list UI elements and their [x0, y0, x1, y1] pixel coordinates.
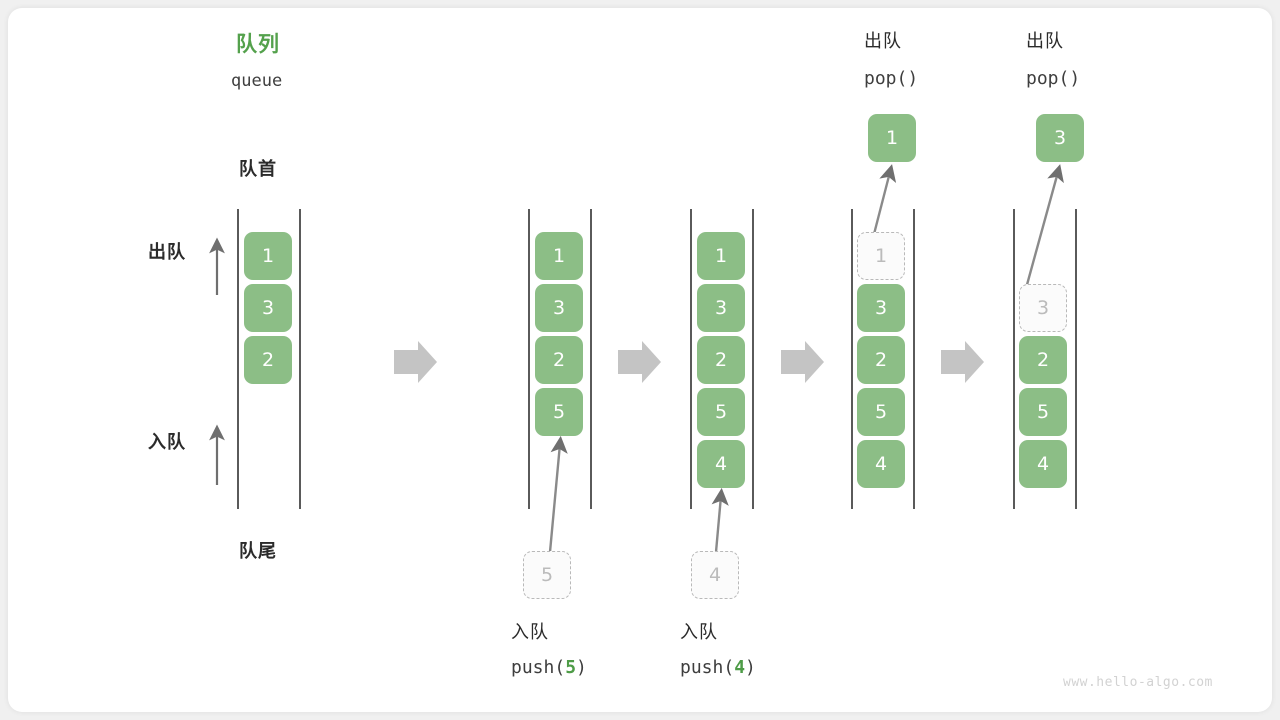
- queue-cell: 5: [1019, 388, 1067, 436]
- incoming-ghost-cell: 4: [691, 551, 739, 599]
- rail-left: [851, 209, 853, 509]
- popped-value-cell: 1: [868, 114, 916, 162]
- rail-left: [528, 209, 530, 509]
- op-code-arg: 5: [565, 657, 577, 678]
- rail-left: [1013, 209, 1015, 509]
- op-code-arg: 4: [734, 657, 746, 678]
- rear-label: 队尾: [239, 541, 277, 562]
- diagram-card: [8, 8, 1272, 712]
- queue-cell: 2: [244, 336, 292, 384]
- queue-cell: 1: [697, 232, 745, 280]
- queue-cell: 3: [244, 284, 292, 332]
- page-subtitle: queue: [231, 71, 283, 91]
- queue-cell: 4: [857, 440, 905, 488]
- op-code-suffix: ): [745, 657, 756, 678]
- operation-label-cn: 入队: [511, 622, 549, 643]
- queue-cell: 4: [1019, 440, 1067, 488]
- queue-cell: 3: [535, 284, 583, 332]
- operation-label-cn: 出队: [1026, 31, 1064, 52]
- rail-right: [1075, 209, 1077, 509]
- queue-cell: 5: [535, 388, 583, 436]
- queue-cell: 5: [697, 388, 745, 436]
- op-code-prefix: push(: [511, 657, 566, 678]
- popped-ghost-cell: 3: [1019, 284, 1067, 332]
- rail-right: [299, 209, 301, 509]
- queue-cell: 1: [535, 232, 583, 280]
- queue-cell: 2: [1019, 336, 1067, 384]
- operation-code: pop(): [1026, 68, 1081, 89]
- dequeue-label: 出队: [148, 242, 186, 263]
- operation-code: push(5): [511, 659, 587, 677]
- operation-label-cn: 入队: [680, 622, 718, 643]
- rail-right: [590, 209, 592, 509]
- queue-cell: 1: [244, 232, 292, 280]
- enqueue-label: 入队: [148, 432, 186, 453]
- queue-cell: 3: [697, 284, 745, 332]
- watermark: www.hello-algo.com: [1063, 675, 1213, 690]
- op-code-prefix: push(: [680, 657, 735, 678]
- popped-ghost-cell: 1: [857, 232, 905, 280]
- rail-right: [913, 209, 915, 509]
- popped-value-cell: 3: [1036, 114, 1084, 162]
- front-label: 队首: [239, 159, 277, 180]
- operation-code: push(4): [680, 659, 756, 677]
- queue-cell: 4: [697, 440, 745, 488]
- rail-left: [690, 209, 692, 509]
- queue-cell: 2: [857, 336, 905, 384]
- rail-left: [237, 209, 239, 509]
- operation-label-cn: 出队: [864, 31, 902, 52]
- queue-cell: 2: [535, 336, 583, 384]
- op-code-suffix: ): [576, 657, 587, 678]
- queue-cell: 3: [857, 284, 905, 332]
- operation-code: pop(): [864, 68, 919, 89]
- queue-cell: 5: [857, 388, 905, 436]
- incoming-ghost-cell: 5: [523, 551, 571, 599]
- page-title: 队列: [236, 32, 280, 56]
- rail-right: [752, 209, 754, 509]
- queue-cell: 2: [697, 336, 745, 384]
